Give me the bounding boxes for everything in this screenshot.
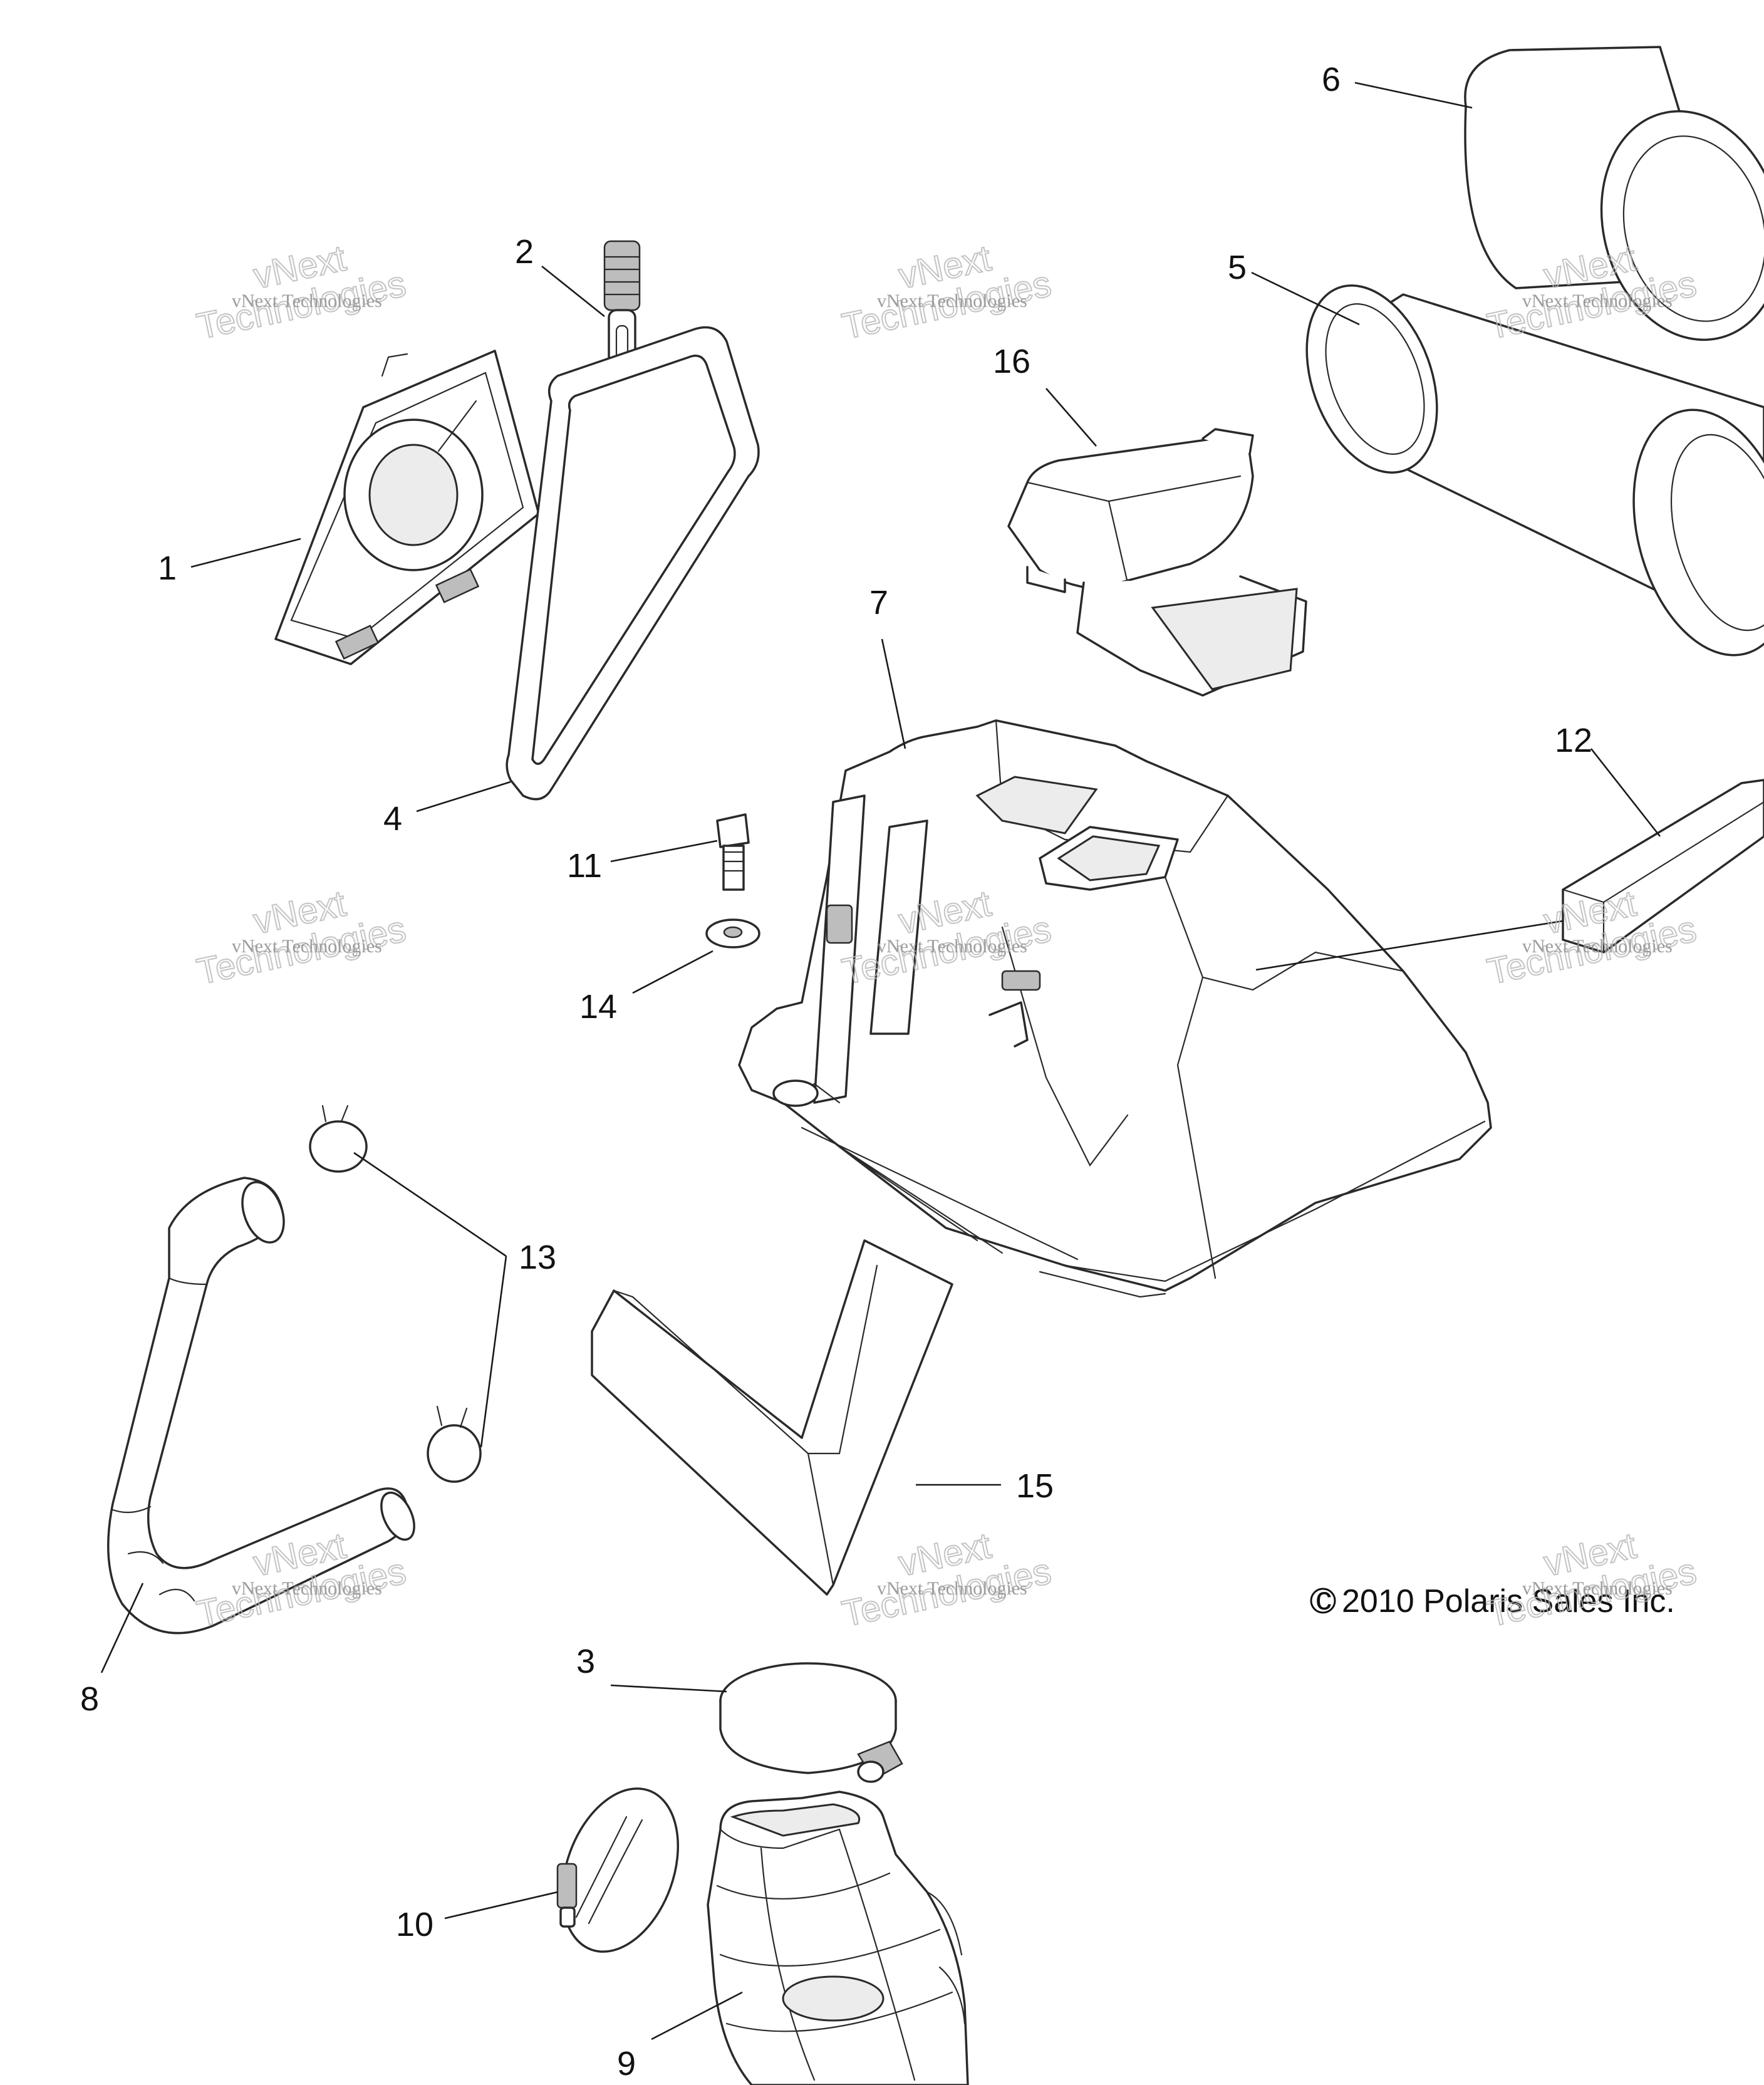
leader-lines	[100, 81, 1661, 2041]
part-1-cover	[274, 350, 540, 665]
part-9-boot	[707, 1791, 969, 2085]
callout-11: 11	[567, 847, 602, 885]
callout-9: 9	[617, 2045, 636, 2082]
part-6-prefilter	[1464, 46, 1764, 341]
part-15-foam	[591, 1239, 953, 1596]
part-10-clamp	[556, 1787, 680, 1953]
part-12-foam	[1562, 779, 1764, 954]
watermark-4-text: vNext Technologies	[232, 936, 382, 957]
callout-3: 3	[576, 1643, 595, 1680]
watermark-8: vNext Technologies vNext Technologies	[838, 1524, 1056, 1635]
callout-labels: 1 2 3 4 5 6 7 8 9 10 11 12 13 14 15 16	[80, 61, 1592, 2082]
watermark-5: vNext Technologies vNext Technologies	[838, 882, 1056, 993]
callout-2: 2	[515, 233, 534, 271]
part-11-bolt	[716, 813, 750, 891]
part-8-hose	[107, 1177, 415, 1635]
copyright-text: 2010 Polaris Sales Inc.	[1342, 1583, 1675, 1620]
watermark-8-text: vNext Technologies	[877, 1578, 1027, 1599]
callout-16: 16	[993, 343, 1030, 380]
callout-13: 13	[519, 1239, 556, 1276]
copyright-notice: c 2010 Polaris Sales Inc.	[1310, 1581, 1675, 1620]
callout-15: 15	[1016, 1467, 1054, 1505]
part-4-gasket	[506, 326, 760, 801]
watermark-9-text: vNext Technologies	[1522, 1578, 1673, 1599]
watermark-1: vNext Technologies vNext Technologies	[193, 237, 410, 348]
callout-6: 6	[1322, 61, 1341, 98]
callout-1: 1	[158, 549, 177, 587]
part-16-duct	[1007, 428, 1307, 697]
part-7-airbox	[738, 719, 1492, 1298]
callout-5: 5	[1228, 249, 1247, 286]
callout-4: 4	[383, 800, 402, 838]
part-3-clamp	[719, 1662, 903, 1783]
copyright-symbol	[1310, 1588, 1336, 1614]
callout-12: 12	[1555, 722, 1592, 759]
copyright-c: c	[1315, 1581, 1332, 1617]
watermark-6-text: vNext Technologies	[1522, 936, 1673, 957]
part-5-filter	[1305, 284, 1764, 657]
callout-10: 10	[396, 1906, 433, 1943]
watermark-7-text: vNext Technologies	[232, 1578, 382, 1599]
callout-14: 14	[579, 988, 617, 1026]
part-13-clamps	[309, 1105, 482, 1483]
watermark-2: vNext Technologies vNext Technologies	[838, 237, 1056, 348]
watermark-2-text: vNext Technologies	[877, 291, 1027, 311]
callout-7: 7	[869, 584, 888, 621]
callout-8: 8	[80, 1680, 99, 1718]
watermark-1-text: vNext Technologies	[232, 291, 382, 311]
part-14-washer	[705, 918, 760, 949]
watermark-5-text: vNext Technologies	[877, 936, 1027, 957]
watermark-4: vNext Technologies vNext Technologies	[193, 882, 410, 993]
watermark-3-text: vNext Technologies	[1522, 291, 1673, 311]
